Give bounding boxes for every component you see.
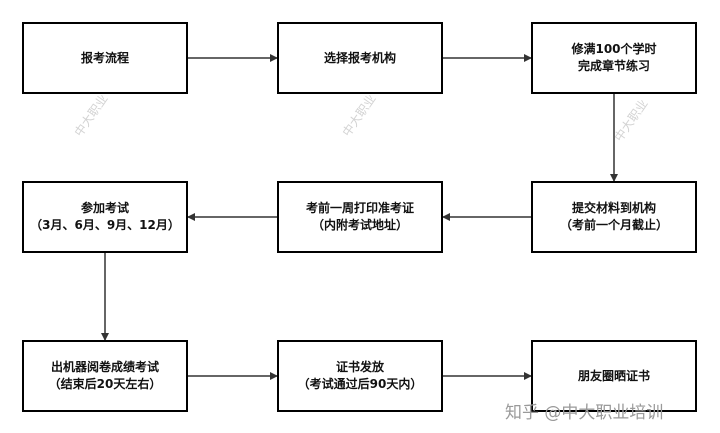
node-submit-materials: 提交材料到机构 （考前一个月截止） [531,181,697,253]
node-label: 提交材料到机构 [571,201,656,215]
node-label: 考前一周打印准考证 [305,201,414,215]
node-print-admission-ticket: 考前一周打印准考证 （内附考试地址） [277,181,443,253]
node-label: 参加考试 [80,201,129,215]
node-label: （考试通过后90天内） [297,377,423,391]
node-label: 完成章节练习 [577,59,650,73]
node-label: 报考流程 [80,50,129,65]
node-share-certificate: 朋友圈晒证书 [531,340,697,412]
node-label: （结束后20天左右） [48,377,162,391]
node-registration-process: 报考流程 [22,22,188,94]
node-exam-results: 出机器阅卷成绩考试 （结束后20天左右） [22,340,188,412]
node-label: 出机器阅卷成绩考试 [50,360,159,374]
node-label: 朋友圈晒证书 [577,368,650,383]
node-label: （考前一个月截止） [559,218,668,232]
node-take-exam: 参加考试 （3月、6月、9月、12月） [22,181,188,253]
zhihu-brand-watermark: 知乎 @中大职业培训 [505,403,664,423]
node-label: 修满100个学时 [571,42,657,56]
node-label: （内附考试地址） [311,218,408,232]
node-label: 证书发放 [335,360,384,374]
node-label: （3月、6月、9月、12月） [30,218,180,232]
node-complete-study-hours: 修满100个学时 完成章节练习 [531,22,697,94]
node-choose-institution: 选择报考机构 [277,22,443,94]
node-certificate-issued: 证书发放 （考试通过后90天内） [277,340,443,412]
node-label: 选择报考机构 [323,50,396,65]
